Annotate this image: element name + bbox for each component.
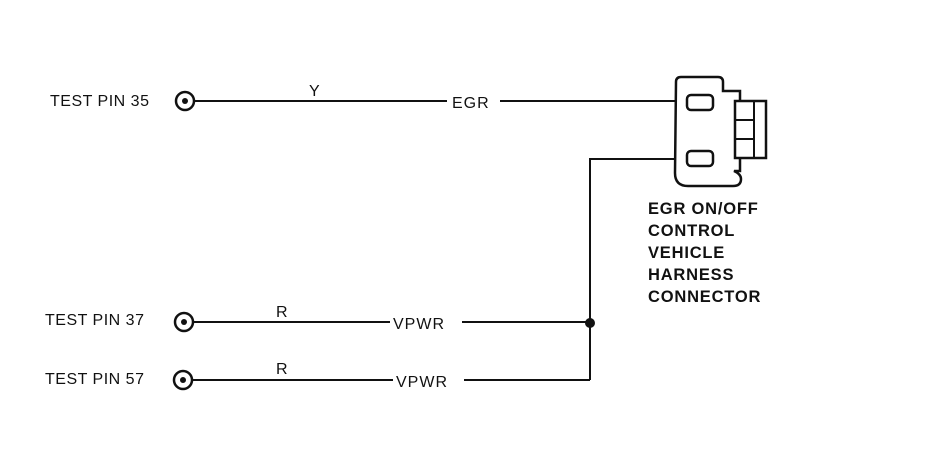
test-pin-37-row: TEST PIN 37 R VPWR: [45, 304, 590, 333]
test-pin-35-row: TEST PIN 35 Y EGR: [50, 83, 685, 112]
test-pin-35-terminal-icon: [174, 90, 196, 112]
connector-caption-line-3: VEHICLE: [648, 244, 725, 262]
connector-caption-line-1: EGR ON/OFF: [648, 200, 759, 218]
splice-junction-dot: [585, 318, 595, 328]
wire-pin37-color-code: R: [276, 304, 289, 321]
wire-pin57-color-code: R: [276, 361, 289, 378]
connector-caption-line-4: HARNESS: [648, 266, 734, 284]
test-pin-37-label: TEST PIN 37: [45, 312, 144, 329]
connector-caption-line-2: CONTROL: [648, 222, 735, 240]
wire-pin35-color-code: Y: [309, 83, 321, 100]
wire-pin37-signal-label: VPWR: [393, 316, 445, 333]
wire-pin57-signal-label: VPWR: [396, 374, 448, 391]
test-pin-57-terminal-icon: [172, 369, 194, 391]
connector-caption-line-5: CONNECTOR: [648, 288, 761, 306]
test-pin-35-label: TEST PIN 35: [50, 93, 149, 110]
test-pin-57-label: TEST PIN 57: [45, 371, 144, 388]
test-pin-37-terminal-icon: [173, 311, 195, 333]
test-pin-57-row: TEST PIN 57 R VPWR: [45, 361, 590, 391]
wire-pin35-signal-label: EGR: [452, 95, 490, 112]
vpwr-bus-wire: [589, 158, 685, 380]
harness-connector-icon: [673, 75, 768, 188]
connector-caption: EGR ON/OFF CONTROL VEHICLE HARNESS CONNE…: [648, 200, 761, 306]
